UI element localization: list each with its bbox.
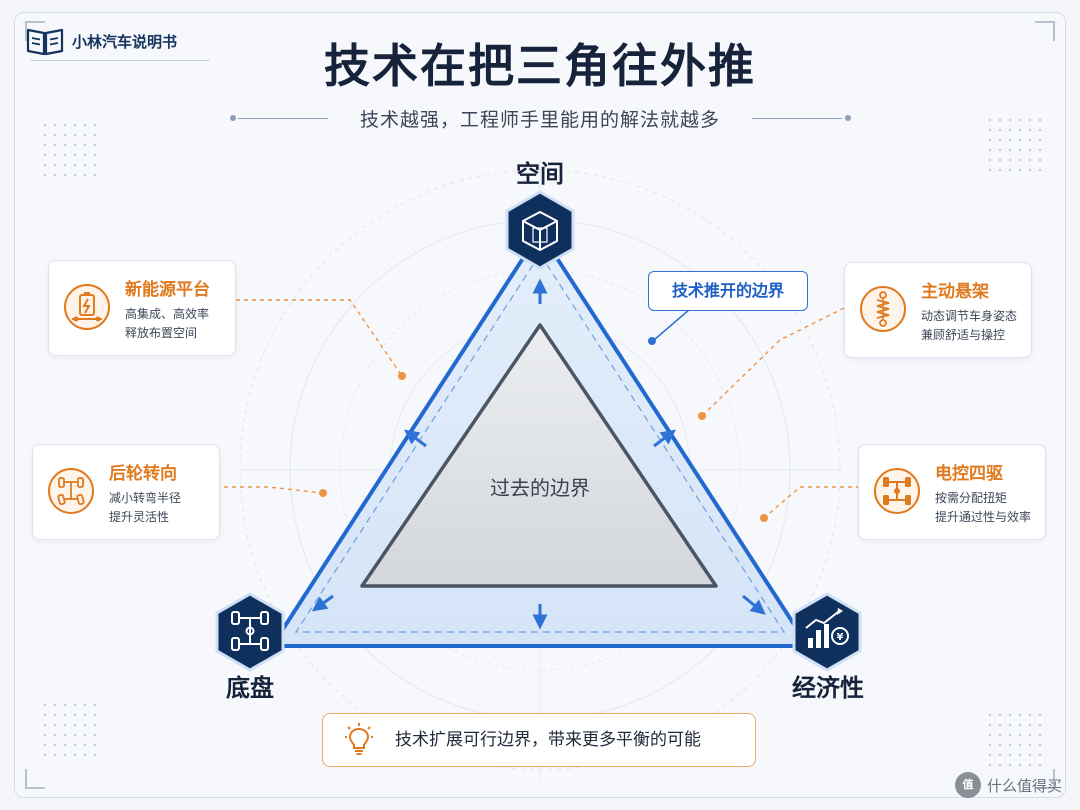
inner-boundary-label: 过去的边界: [490, 476, 590, 500]
cube-icon: [522, 210, 558, 252]
card-title: 主动悬架: [921, 282, 989, 302]
chassis-icon: [231, 611, 269, 651]
svg-text:¥: ¥: [837, 632, 844, 643]
card-desc-line: 提升通过性与效率: [935, 510, 1032, 524]
card-desc-line: 释放布置空间: [125, 326, 198, 340]
rear-steering-icon: [48, 468, 94, 514]
arrow-down-left-icon: [311, 594, 334, 612]
card-desc-line: 按需分配扭矩: [935, 491, 1008, 505]
page-subtitle: 技术越强，工程师手里能用的解法就越多: [359, 109, 720, 131]
summary-banner: 技术扩展可行边界，带来更多平衡的可能: [322, 713, 756, 767]
card-desc-line: 动态调节车身姿态: [921, 309, 1018, 323]
arrow-up-right-icon: [653, 429, 676, 448]
watermark: 值 什么值得买: [954, 772, 1062, 798]
card-new-energy-platform: 新能源平台 高集成、高效率 释放布置空间: [48, 260, 236, 356]
open-book-icon: [26, 28, 64, 56]
decor-dots: [40, 700, 100, 760]
drivetrain-icon: [874, 468, 920, 514]
arrow-down-right-icon: [742, 594, 766, 615]
decor-dots: [985, 710, 1045, 770]
summary-text: 技术扩展可行边界，带来更多平衡的可能: [395, 730, 701, 750]
shock-absorber-icon: [860, 286, 906, 332]
decor-dots: [985, 115, 1045, 175]
card-active-suspension: 主动悬架 动态调节车身姿态 兼顾舒适与操控: [844, 262, 1032, 358]
card-title: 后轮转向: [109, 464, 177, 484]
outer-boundary-callout: 技术推开的边界: [648, 271, 808, 311]
battery-platform-icon: [64, 284, 110, 330]
vertex-label-space: 空间: [516, 160, 564, 188]
vertex-label-economy: 经济性: [792, 674, 864, 702]
lightbulb-icon: [345, 723, 373, 755]
decor-dots: [40, 120, 100, 180]
outward-arrows: [311, 278, 766, 630]
arrow-up-left-icon: [404, 429, 427, 448]
vertex-badge-economy: ¥: [792, 592, 862, 672]
card-desc-line: 减小转弯半径: [109, 491, 182, 505]
brand-name: 小林汽车说明书: [72, 32, 178, 51]
card-desc-line: 提升灵活性: [109, 510, 170, 524]
brand: 小林汽车说明书: [26, 26, 177, 56]
card-rear-wheel-steering: 后轮转向 减小转弯半径 提升灵活性: [32, 444, 220, 540]
bar-chart-yen-icon: ¥: [805, 608, 849, 648]
vertex-badge-chassis: [215, 592, 285, 672]
watermark-text: 什么值得买: [986, 776, 1062, 795]
card-title: 电控四驱: [935, 464, 1003, 484]
watermark-badge-icon: 值: [954, 772, 981, 798]
card-leader-lines: [216, 299, 860, 519]
card-title: 新能源平台: [125, 280, 210, 300]
vertex-label-chassis: 底盘: [226, 674, 274, 702]
vertex-badge-space: [505, 190, 575, 270]
card-electronic-awd: 电控四驱 按需分配扭矩 提升通过性与效率: [858, 444, 1046, 540]
card-desc-line: 高集成、高效率: [125, 307, 210, 321]
callout-connector: [648, 308, 691, 345]
inner-boundary-triangle: [360, 323, 718, 588]
card-desc-line: 兼顾舒适与操控: [921, 328, 1006, 342]
page-title: 技术在把三角往外推: [324, 39, 756, 93]
